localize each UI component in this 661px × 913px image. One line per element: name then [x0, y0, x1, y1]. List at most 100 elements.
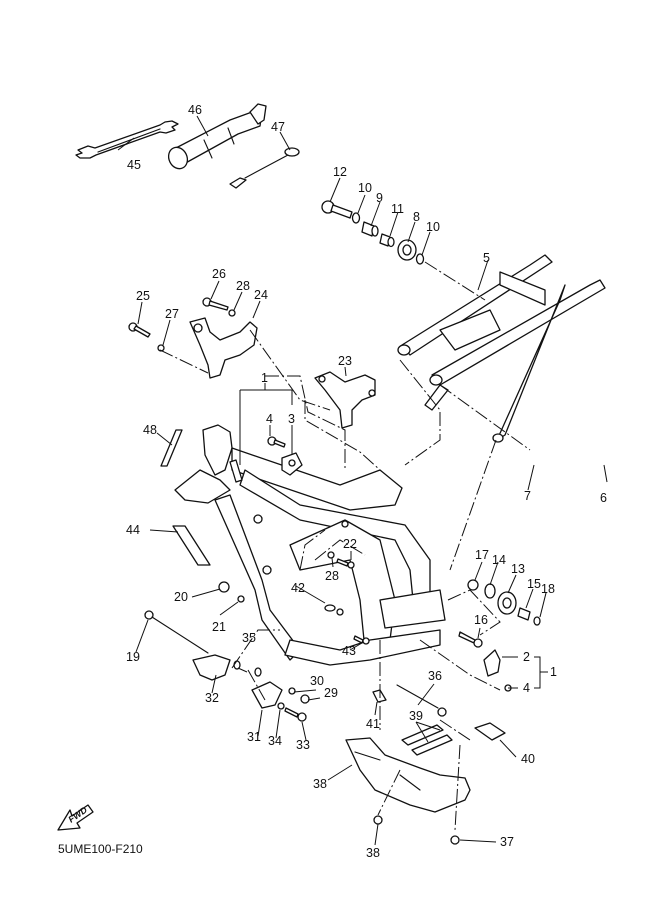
part-47-handle[interactable] [229, 147, 300, 189]
part-22-bolt[interactable] [336, 558, 355, 569]
callout-48: 48 [143, 423, 157, 437]
callout-34: 33 [296, 738, 310, 752]
part-15-collar[interactable] [517, 607, 531, 621]
callout-35: 34 [268, 734, 282, 748]
callout-28a: 28 [236, 279, 250, 293]
callout-8: 8 [413, 210, 420, 224]
callout-11: 11 [391, 202, 404, 216]
leader-lines [117, 115, 608, 846]
part-28-washer-a[interactable] [228, 309, 236, 317]
part-36-collar[interactable] [233, 660, 262, 677]
callout-10b: 10 [426, 220, 440, 234]
part-43-bolt[interactable] [353, 635, 370, 645]
part-48-decal[interactable] [160, 429, 183, 467]
callout-36: 35 [242, 631, 256, 645]
part-1-main-frame[interactable] [174, 424, 446, 666]
callout-45: 45 [127, 158, 141, 172]
callout-16: 16 [474, 613, 488, 627]
callout-18: 18 [541, 582, 555, 596]
callout-37: 38 [313, 777, 327, 791]
callout-23: 23 [338, 354, 352, 368]
part-5-rear-frame[interactable] [397, 254, 606, 443]
part-16-bolt[interactable] [458, 631, 483, 648]
part-44-decal[interactable] [172, 525, 211, 566]
part-3-plate[interactable] [281, 452, 303, 476]
callout-38b: 37 [500, 835, 514, 849]
callout-43: 43 [342, 644, 356, 658]
callout-17: 17 [475, 548, 489, 562]
part-2-bracket[interactable] [483, 649, 501, 677]
part-8-bushing[interactable] [397, 239, 417, 261]
callout-1a: 1 [261, 371, 268, 385]
part-30-nut[interactable] [300, 694, 310, 704]
callout-32: 31 [247, 730, 261, 744]
callout-44: 44 [126, 523, 140, 537]
part-32-bracket[interactable] [251, 681, 283, 709]
callout-31: 30 [310, 674, 324, 688]
part-38-bolt-b[interactable] [450, 835, 460, 845]
callout-5: 5 [483, 251, 490, 265]
part-11-collar[interactable] [379, 233, 395, 248]
part-23-bracket[interactable] [314, 371, 376, 429]
callout-13: 13 [511, 562, 525, 576]
part-31-washer[interactable] [288, 687, 296, 695]
callout-30: 29 [324, 686, 338, 700]
callout-20: 20 [174, 590, 188, 604]
callout-6: 6 [600, 491, 607, 505]
part-46-plug-wrench[interactable] [165, 103, 267, 172]
part-10-washer-b[interactable] [415, 253, 425, 265]
part-26-bolt[interactable] [202, 297, 229, 311]
part-39-rubber[interactable] [401, 724, 453, 756]
callout-14: 14 [492, 553, 506, 567]
fwd-arrow-icon: FWD [57, 804, 94, 831]
callout-1b: 1 [550, 665, 557, 679]
callout-38a: 38 [366, 846, 380, 860]
callout-3: 3 [288, 412, 295, 426]
callout-12: 12 [333, 165, 347, 179]
callout-27: 27 [165, 307, 179, 321]
callout-4b: 4 [523, 681, 530, 695]
part-10-washer-a[interactable] [351, 212, 361, 224]
callout-26: 26 [212, 267, 226, 281]
part-19-bolt[interactable] [144, 610, 209, 654]
part-4-bolt-a[interactable] [267, 436, 286, 448]
callout-22: 22 [343, 537, 357, 551]
callouts: 45 46 47 12 10 9 11 8 10 5 25 27 26 28 2… [58, 103, 607, 860]
part-18-washer[interactable] [533, 616, 541, 626]
part-33-bracket[interactable] [192, 654, 231, 681]
callout-15: 15 [527, 577, 541, 591]
callout-39: 39 [409, 709, 423, 723]
callout-46: 46 [188, 103, 202, 117]
part-20-nut[interactable] [218, 581, 230, 593]
callout-4a: 4 [266, 412, 273, 426]
callout-28b: 28 [325, 569, 339, 583]
part-24-bracket[interactable] [189, 317, 258, 379]
part-9-collar[interactable] [361, 221, 379, 237]
callout-10a: 10 [358, 181, 372, 195]
callout-47: 47 [271, 120, 285, 134]
callout-19: 19 [126, 650, 140, 664]
part-14-bushing[interactable] [484, 583, 496, 599]
callout-7: 7 [524, 489, 531, 503]
part-17-nut[interactable] [467, 579, 479, 591]
part-34-bolt[interactable] [284, 707, 307, 722]
part-13-bushing[interactable] [497, 591, 517, 615]
part-25-bolt[interactable] [128, 322, 151, 338]
part-28-washer-b[interactable] [327, 551, 335, 559]
callout-25: 25 [136, 289, 150, 303]
part-35-washer[interactable] [277, 702, 285, 710]
part-42-clamp[interactable] [324, 604, 344, 616]
callout-2: 2 [523, 650, 530, 664]
part-21-washer[interactable] [237, 595, 245, 603]
callout-42: 42 [291, 581, 305, 595]
part-38-bolt-a[interactable] [373, 815, 383, 825]
callout-21: 21 [212, 620, 226, 634]
part-29-bolt[interactable] [396, 684, 447, 717]
part-12-bolt[interactable] [321, 200, 353, 219]
callout-29: 36 [428, 669, 442, 683]
part-37-skid-plate[interactable] [345, 737, 471, 813]
part-45-wrench[interactable] [75, 120, 179, 159]
callout-24: 24 [254, 288, 268, 302]
part-40-plate[interactable] [474, 722, 506, 741]
